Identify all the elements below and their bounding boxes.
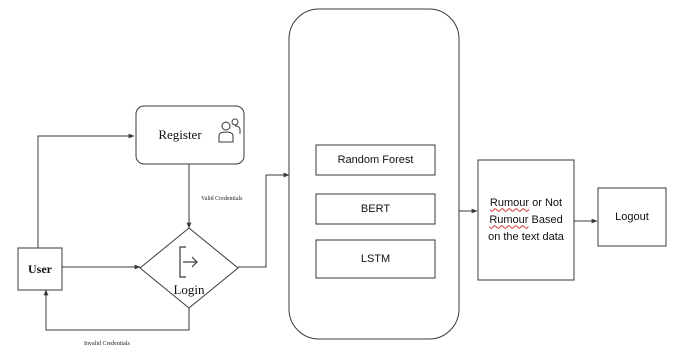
edge-login-to-user [43, 289, 190, 331]
edge-user-to-register [37, 133, 135, 248]
users-icon [218, 118, 241, 143]
result-line-2: Rumour Based [489, 212, 562, 229]
result-node [477, 159, 575, 281]
result-line-1: Rumour or Not [490, 195, 562, 212]
register-node [135, 105, 245, 165]
user-node [17, 247, 63, 291]
result-word-2: Rumour [489, 213, 529, 226]
model-random-forest-box [315, 144, 436, 176]
register-label: Register [158, 127, 202, 142]
model-lstm-label: LSTM [360, 253, 391, 265]
login-label: Login [173, 282, 205, 297]
model-bert-label: BERT [360, 203, 391, 215]
valid-credentials-label: Valid Credentials [201, 196, 243, 202]
model-random-forest-label: Random Forest [337, 154, 414, 166]
result-line-3: on the text data [488, 230, 564, 243]
login-door-icon [179, 246, 198, 278]
invalid-credentials-label: Invalid Credentials [84, 341, 130, 347]
result-rest-1: or Not [529, 196, 563, 209]
model-bert-box [315, 193, 436, 225]
model-lstm-box [315, 239, 436, 279]
logout-node [597, 187, 667, 247]
result-word-1: Rumour [489, 196, 530, 209]
login-node [139, 227, 239, 309]
user-label: User [28, 261, 52, 276]
edge-login-to-models [238, 172, 290, 268]
logout-label: Logout [615, 211, 649, 223]
result-rest-2: Based [528, 213, 563, 226]
result-label: Rumour or Not Rumour Based on the text d… [478, 160, 574, 280]
